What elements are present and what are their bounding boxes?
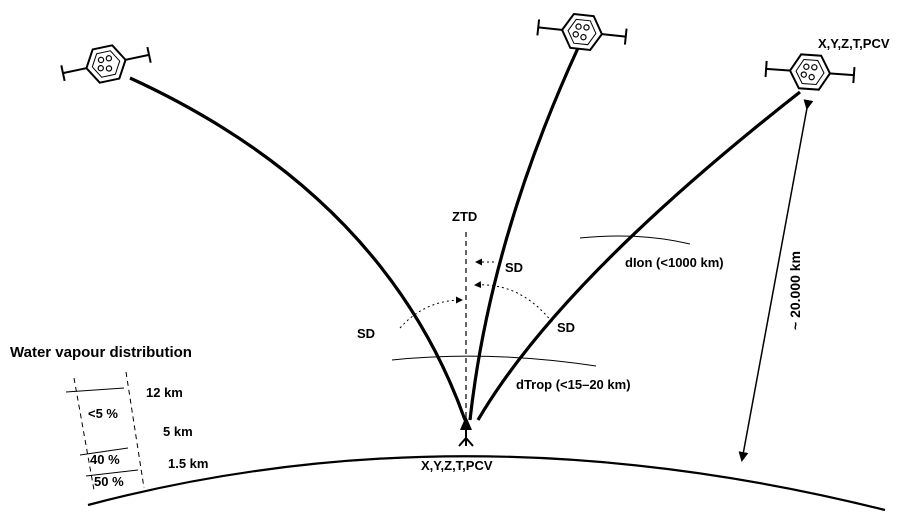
station-coords-label: X,Y,Z,T,PCV bbox=[421, 458, 493, 473]
height-1-5km: 1.5 km bbox=[168, 456, 208, 471]
receiver-antenna-icon bbox=[458, 416, 474, 447]
earth-surface bbox=[87, 455, 886, 512]
water-vapour-title: Water vapour distribution bbox=[10, 344, 192, 361]
signal-ray-left bbox=[129, 76, 467, 421]
signal-ray-right bbox=[476, 90, 801, 421]
height-12km: 12 km bbox=[146, 385, 183, 400]
dtrop-label: dTrop (<15–20 km) bbox=[516, 377, 631, 392]
signal-ray-middle bbox=[468, 47, 580, 421]
ztd-label: ZTD bbox=[452, 209, 477, 224]
pct-40: 40 % bbox=[90, 452, 120, 467]
satellite-icon-right bbox=[763, 50, 857, 94]
pct-lt5: <5 % bbox=[88, 406, 118, 421]
pct-50: 50 % bbox=[94, 474, 124, 489]
dion-label: dIon (<1000 km) bbox=[625, 255, 724, 270]
sd-label-middle: SD bbox=[505, 260, 523, 275]
satellite-coords-label: X,Y,Z,T,PCV bbox=[818, 36, 890, 51]
mapping-arc-right bbox=[474, 281, 553, 323]
sd-label-right: SD bbox=[557, 320, 575, 335]
distance-label: ~ 20.000 km bbox=[787, 251, 803, 330]
height-5km: 5 km bbox=[163, 424, 193, 439]
troposphere-arc bbox=[391, 355, 597, 367]
distance-arrow bbox=[738, 99, 814, 462]
water-vapour-bracket bbox=[65, 371, 145, 491]
mapping-arc-left bbox=[399, 296, 463, 329]
sd-label-left: SD bbox=[357, 326, 375, 341]
satellite-icon-middle bbox=[535, 9, 629, 55]
ionosphere-arc bbox=[579, 235, 691, 245]
